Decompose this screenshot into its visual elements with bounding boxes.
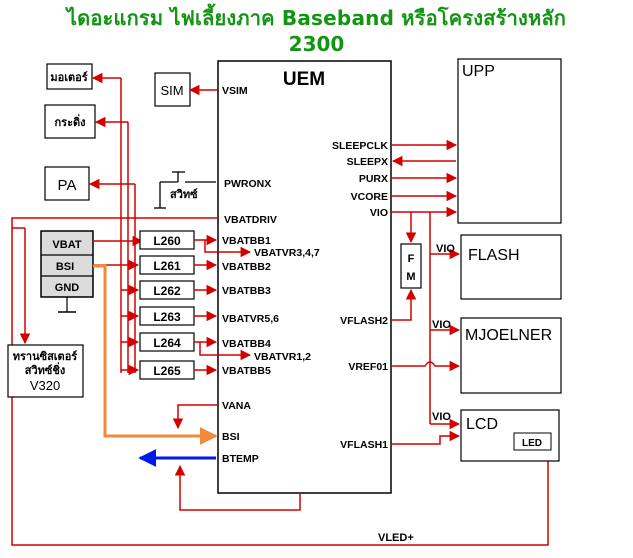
pin-btemp: BTEMP bbox=[222, 453, 259, 465]
svg-text:LCD: LCD bbox=[466, 416, 498, 433]
svg-text:L263: L263 bbox=[153, 310, 181, 324]
svg-text:FLASH: FLASH bbox=[468, 247, 520, 264]
uem-right-pins: SLEEPCLK SLEEPX PURX VCORE VIO VFLASH2 V… bbox=[332, 140, 388, 451]
pin-vbatdriv: VBATDRIV bbox=[224, 214, 277, 226]
vio-distribution bbox=[391, 212, 461, 445]
pin-vbatbb2: VBATBB2 bbox=[222, 261, 271, 273]
bsi-wire bbox=[93, 264, 218, 445]
pin-sleepx: SLEEPX bbox=[347, 156, 388, 168]
motor-block: มอเตอร์ bbox=[46, 63, 93, 90]
transistor-block: ทรานซิสเตอร์ สวิทซ์ชิ่ง V320 bbox=[7, 344, 84, 398]
svg-text:สวิทซ์ชิ่ง: สวิทซ์ชิ่ง bbox=[25, 362, 65, 377]
svg-text:มอเตอร์: มอเตอร์ bbox=[50, 71, 87, 84]
supply-feeds bbox=[88, 72, 136, 373]
pin-vflash1: VFLASH1 bbox=[340, 439, 388, 451]
svg-text:SIM: SIM bbox=[160, 83, 183, 98]
pin-vbatvr56: VBATVR5,6 bbox=[222, 313, 279, 325]
fm-block: F M bbox=[400, 243, 422, 289]
pin-sleepclk: SLEEPCLK bbox=[332, 140, 388, 152]
pin-vbatvr12: VBATVR1,2 bbox=[254, 351, 311, 363]
inductor-l261: L261 bbox=[139, 255, 195, 275]
sim-block: SIM bbox=[154, 72, 191, 107]
uem-upp-signals bbox=[391, 139, 458, 218]
svg-text:UPP: UPP bbox=[462, 63, 495, 80]
uem-block: UEM bbox=[217, 60, 392, 494]
pin-vflash2: VFLASH2 bbox=[340, 315, 388, 327]
vana-wire bbox=[172, 404, 217, 430]
vbatdriv-line bbox=[11, 217, 554, 546]
power-switch bbox=[154, 171, 216, 209]
svg-text:M: M bbox=[406, 271, 415, 283]
upp-block: UPP bbox=[457, 58, 562, 224]
vled-label: VLED+ bbox=[378, 532, 414, 544]
pin-vbatvr347: VBATVR3,4,7 bbox=[254, 247, 320, 259]
pa-block: PA bbox=[44, 166, 90, 201]
pin-vsim: VSIM bbox=[222, 85, 248, 97]
pin-vcore: VCORE bbox=[351, 191, 388, 203]
svg-text:PA: PA bbox=[58, 177, 77, 194]
inductor-l260: L260 bbox=[139, 230, 195, 250]
diagram-subtitle: 2300 bbox=[288, 32, 345, 56]
uem-left-pins: VSIM PWRONX VBATDRIV VBATBB1 VBATVR3,4,7… bbox=[222, 85, 320, 465]
inductor-l265: L265 bbox=[139, 360, 195, 380]
lcd-block: LCD LED bbox=[460, 409, 560, 462]
pin-vbatbb4: VBATBB4 bbox=[222, 338, 271, 350]
svg-text:GND: GND bbox=[55, 282, 80, 294]
led-label: LED bbox=[522, 438, 542, 449]
svg-text:L265: L265 bbox=[153, 364, 181, 378]
vio-mjoelner-label: VIO bbox=[432, 319, 451, 331]
inductor-l263: L263 bbox=[139, 306, 195, 326]
pin-bsi: BSI bbox=[222, 431, 240, 443]
uem-feedback-wire bbox=[174, 464, 301, 511]
diagram-title: ไดอะแกรม ไฟเลี้ยงภาค Baseband หรือโครงสร… bbox=[66, 6, 567, 30]
pin-vbatbb3: VBATBB3 bbox=[222, 285, 271, 297]
battery-pack: VBAT BSI GND bbox=[40, 230, 94, 313]
pin-vbatbb1: VBATBB1 bbox=[222, 235, 271, 247]
svg-text:L260: L260 bbox=[153, 234, 181, 248]
svg-text:VBAT: VBAT bbox=[52, 239, 81, 251]
svg-text:L261: L261 bbox=[153, 259, 181, 273]
svg-text:BSI: BSI bbox=[56, 261, 74, 273]
svg-text:L262: L262 bbox=[153, 284, 181, 298]
svg-text:L264: L264 bbox=[153, 336, 181, 350]
pin-vio: VIO bbox=[370, 207, 388, 219]
pin-vana: VANA bbox=[222, 400, 251, 412]
pin-vref01: VREF01 bbox=[348, 361, 388, 373]
pin-vbatbb5: VBATBB5 bbox=[222, 365, 271, 377]
flash-block: FLASH bbox=[460, 234, 562, 300]
svg-text:MJOELNER: MJOELNER bbox=[465, 327, 552, 344]
vio-lcd-label: VIO bbox=[432, 411, 451, 423]
mjoelner-block: MJOELNER bbox=[460, 317, 562, 394]
svg-text:ทรานซิสเตอร์: ทรานซิสเตอร์ bbox=[13, 350, 78, 363]
buzzer-block: กระดิ่ง bbox=[44, 104, 96, 139]
svg-text:V320: V320 bbox=[30, 378, 60, 393]
svg-text:กระดิ่ง: กระดิ่ง bbox=[55, 114, 86, 129]
switch-label: สวิทซ์ bbox=[170, 188, 198, 201]
pin-pwronx: PWRONX bbox=[224, 178, 271, 190]
uem-label: UEM bbox=[283, 69, 325, 90]
pin-purx: PURX bbox=[359, 173, 388, 185]
inductor-l264: L264 bbox=[139, 332, 195, 352]
svg-text:F: F bbox=[408, 253, 415, 265]
inductor-wiring bbox=[121, 234, 252, 376]
inductor-l262: L262 bbox=[139, 280, 195, 300]
vio-flash-label: VIO bbox=[436, 243, 455, 255]
